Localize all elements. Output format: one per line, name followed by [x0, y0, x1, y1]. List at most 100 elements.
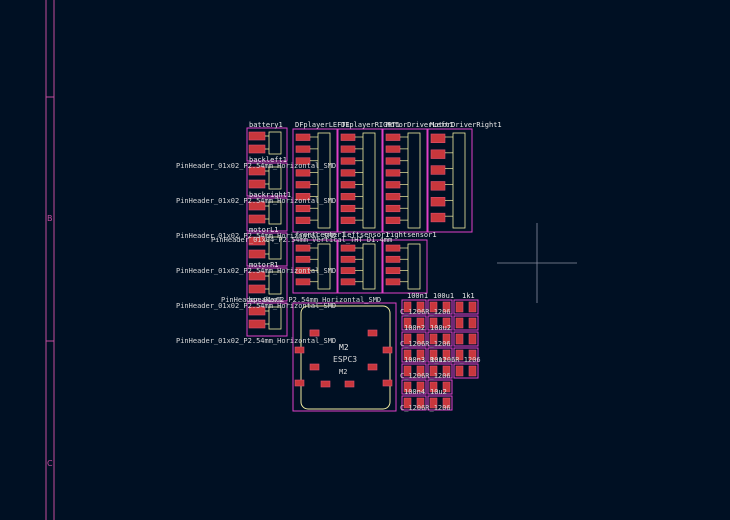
- cap-1-0-pad: [416, 317, 425, 329]
- module-pad: [320, 380, 331, 388]
- module-pad: [382, 379, 393, 387]
- ref-dfplayer-right[interactable]: DFplayerRIGHT1: [341, 121, 401, 129]
- header-1-silk: [268, 166, 282, 190]
- leftsensor-pad: [340, 278, 356, 286]
- ref-cap5[interactable]: 100n3: [404, 356, 426, 364]
- ref-dfplayer-left[interactable]: DFplayerLEFT1: [295, 121, 350, 129]
- cap-0-0-pad: [403, 301, 412, 313]
- dfplayer-right-silk: [362, 132, 376, 229]
- value-module: ESPC3: [333, 355, 358, 364]
- motor-driver-left-pad: [385, 145, 401, 153]
- motor-driver-left-pad: [385, 193, 401, 201]
- header-2-silk: [268, 201, 282, 225]
- cap-4-2-pad: [455, 365, 464, 377]
- dfplayer-left-courtyard: [292, 128, 338, 233]
- ref-frontcenter[interactable]: frontcenter1: [295, 231, 346, 239]
- cap-3-2-pad: [455, 349, 464, 361]
- cap-3-2-pad: [468, 349, 477, 361]
- ref-motor-driver-left[interactable]: MotorDriverLeft1: [386, 121, 454, 129]
- cap-3-0-pad: [403, 349, 412, 361]
- motor-driver-left-pad: [385, 181, 401, 189]
- value-backright: PinHeader_01x02_P2.54mm_Horizontal_SMD: [176, 197, 337, 205]
- ref-cap3[interactable]: 100n2: [404, 324, 426, 332]
- value-sensor-sockets: PinHeader_01x04_P2.54mm_Vertical_THT_D1.…: [211, 236, 393, 244]
- cap-0-1-courtyard: [427, 299, 453, 315]
- rightsensor-pad: [385, 267, 401, 274]
- cap-0-0-courtyard: [401, 299, 427, 315]
- module-silk: [300, 305, 391, 410]
- ref-speaker[interactable]: speaker1: [249, 296, 283, 304]
- ref-cap4[interactable]: 100u2: [430, 324, 452, 332]
- header-1-courtyard: [246, 162, 288, 197]
- motor-driver-left-pad: [385, 133, 401, 141]
- value-backleft: PinHeader_01x02_P2.54mm_Horizontal_SMD: [176, 162, 337, 170]
- cap-6-0-pad: [416, 397, 425, 409]
- motor-driver-left-pad: [385, 204, 401, 213]
- dfplayer-right-pad: [340, 204, 356, 213]
- frontcenter-silk: [317, 243, 331, 290]
- cap-5-0-pad: [416, 381, 425, 393]
- ref-backleft[interactable]: backleft1: [249, 156, 287, 164]
- cap-5-0-pad: [403, 381, 412, 393]
- motor-driver-left-courtyard: [382, 128, 428, 233]
- motor-driver-right-pad: [430, 181, 446, 191]
- motor-driver-right-pad: [430, 149, 446, 159]
- header-0-pad: [248, 131, 266, 141]
- ref-cap2[interactable]: 100u1: [433, 292, 455, 300]
- cap-4-0-courtyard: [401, 363, 427, 379]
- dfplayer-right-pad: [340, 157, 356, 165]
- dfplayer-right-pad: [340, 145, 356, 153]
- module-pad: [309, 329, 320, 337]
- cap-1-1-courtyard: [427, 315, 453, 331]
- cap-3-2-courtyard: [453, 347, 479, 363]
- ref-res1[interactable]: 1k1: [462, 292, 475, 300]
- ref-leftsensor[interactable]: leftsensor1: [343, 231, 390, 239]
- motor-driver-right-courtyard: [427, 128, 473, 233]
- frontcenter-pad: [295, 278, 311, 286]
- module-pad: [309, 363, 320, 371]
- leftsensor-pad: [340, 267, 356, 274]
- header-3-silk: [268, 236, 282, 260]
- ref-motor-driver-right[interactable]: MotorDriverRight1: [430, 121, 502, 129]
- value-c3: C_1206R_1206: [400, 372, 451, 380]
- ref-cap7[interactable]: 100n4: [404, 388, 426, 396]
- ref-module[interactable]: M2: [339, 343, 349, 352]
- dfplayer-left-pad: [295, 133, 311, 141]
- frontcenter-pad: [295, 255, 311, 263]
- cap-6-1-courtyard: [427, 395, 453, 411]
- ref-motorr[interactable]: motorR1: [249, 261, 279, 269]
- ref-backright[interactable]: backright1: [249, 191, 292, 199]
- cap-4-0-pad: [403, 365, 412, 377]
- motor-driver-left-pad: [385, 169, 401, 177]
- ref-battery[interactable]: battery1: [249, 121, 283, 129]
- value-motorl: PinHeader_01x02_P2.54mm_Horizontal_SMD: [176, 232, 337, 240]
- cap-6-0-pad: [403, 397, 412, 409]
- cap-0-1-pad: [442, 301, 451, 313]
- cap-4-1-pad: [429, 365, 438, 377]
- header-0-courtyard: [246, 127, 288, 162]
- cap-2-1-courtyard: [427, 331, 453, 347]
- sheet-frame: [45, 0, 55, 520]
- ref-rightsensor[interactable]: rightsensor1: [386, 231, 437, 239]
- motor-driver-right-silk: [452, 132, 466, 229]
- cap-0-2-pad: [455, 301, 464, 313]
- rightsensor-courtyard: [382, 239, 428, 294]
- sheet-row-letter-b: B: [47, 214, 53, 223]
- crosshair-cursor-icon: [497, 223, 577, 303]
- ref-cap8[interactable]: 10u2: [430, 388, 447, 396]
- dfplayer-left-pad: [295, 204, 311, 213]
- ref-cap1[interactable]: 100n1: [407, 292, 429, 300]
- cap-5-1-courtyard: [427, 379, 453, 395]
- ref-motorl[interactable]: motorL1: [249, 226, 279, 234]
- cap-1-2-pad: [468, 317, 477, 329]
- module-pad: [367, 363, 378, 371]
- cap-0-2-pad: [468, 301, 477, 313]
- ref-cap6[interactable]: 10u1: [430, 356, 447, 364]
- header-2-pad: [248, 214, 266, 224]
- cap-2-2-pad: [455, 333, 464, 345]
- dfplayer-right-pad: [340, 193, 356, 201]
- header-5-pad: [248, 319, 266, 329]
- cap-5-1-pad: [429, 381, 438, 393]
- module-pad: [367, 329, 378, 337]
